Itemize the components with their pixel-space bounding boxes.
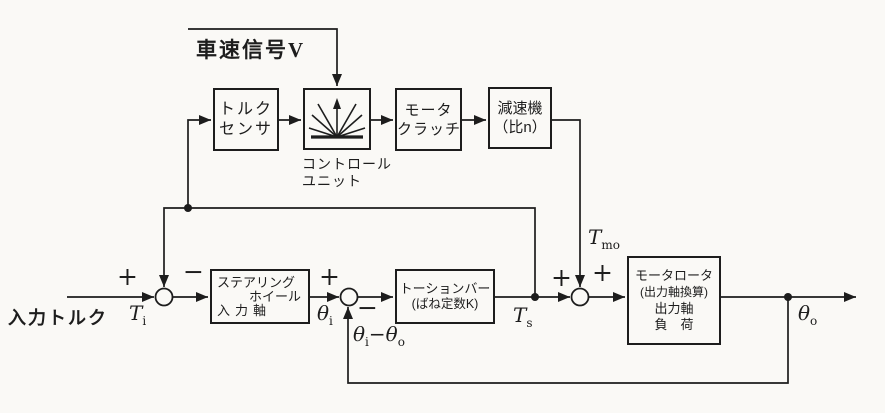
ts-feedback-line [159,207,536,297]
motor-rotor-line2: (出力軸換算) [640,285,708,299]
steering-line2: ホイール [248,288,301,304]
torsion-bar-line2: (ばね定数K) [411,297,479,311]
motor-rotor-box: モータロータ (出力軸換算) 出力軸 負 荷 [627,256,721,345]
torsion-bar-box: トーションバー (ばね定数K) [395,269,495,324]
summing-junction-3 [570,287,590,307]
reduction-gear-box: 減速機 （比n） [488,87,552,149]
torque-sensor-line1: トルク [218,100,273,118]
control-unit-caption: コントロール ユニット [302,156,392,190]
junction3-plus-left-sign: + [551,263,572,292]
motor-rotor-line1: モータロータ [634,267,713,283]
control-unit-box [303,88,371,150]
torque-sensor-box: トルク センサ [213,88,279,151]
junction1-minus-sign: − [183,257,204,286]
reduction-gear-line2: （比n） [493,119,547,136]
junction2-plus-sign: + [319,262,340,291]
torque-sensor-line2: センサ [218,120,273,138]
torque-sensor-feed-line [187,115,211,208]
tmo-line [552,119,585,287]
control-unit-caption-line1: コントロール [302,156,392,172]
assist-curves-icon [308,98,366,139]
summing-junction-2 [339,287,359,307]
steering-line3: 入力軸 [217,302,272,318]
theta-feedback-line [343,297,789,384]
summing-junction-1 [154,287,174,307]
speed-signal-line [188,28,342,86]
junction1-plus-sign: + [117,262,138,291]
branch-node-output [784,293,792,301]
input-torque-label: 入力トルク [8,308,108,328]
branch-node-ts [531,293,539,301]
theta-o-label: θo [798,301,818,328]
ts-label: Ts [513,303,533,330]
motor-rotor-line4: 負 荷 [654,317,694,332]
motor-rotor-line3: 出力軸 [654,300,694,316]
control-unit-caption-line2: ユニット [302,173,362,189]
tmo-label: Tmo [588,225,620,252]
reduction-gear-line1: 減速機 [497,100,543,117]
steering-line1: ステアリング [217,274,296,290]
speed-signal-label: 車速信号V [196,38,306,62]
steering-wheel-input-shaft-box: ステアリング ホイール 入力軸 [210,269,310,324]
theta-i-label: θi [317,301,333,328]
motor-clutch-line1: モータ [404,101,453,119]
motor-clutch-line2: クラッチ [397,120,462,138]
ti-label: Ti [129,301,147,328]
junction3-plus-top-sign: + [592,258,613,287]
theta-diff-label: θi−θo [353,322,405,349]
motor-clutch-box: モータ クラッチ [395,88,462,151]
torsion-bar-line1: トーションバー [399,281,491,296]
branch-node-sensor [184,204,192,212]
junction2-minus-sign: − [357,293,378,322]
